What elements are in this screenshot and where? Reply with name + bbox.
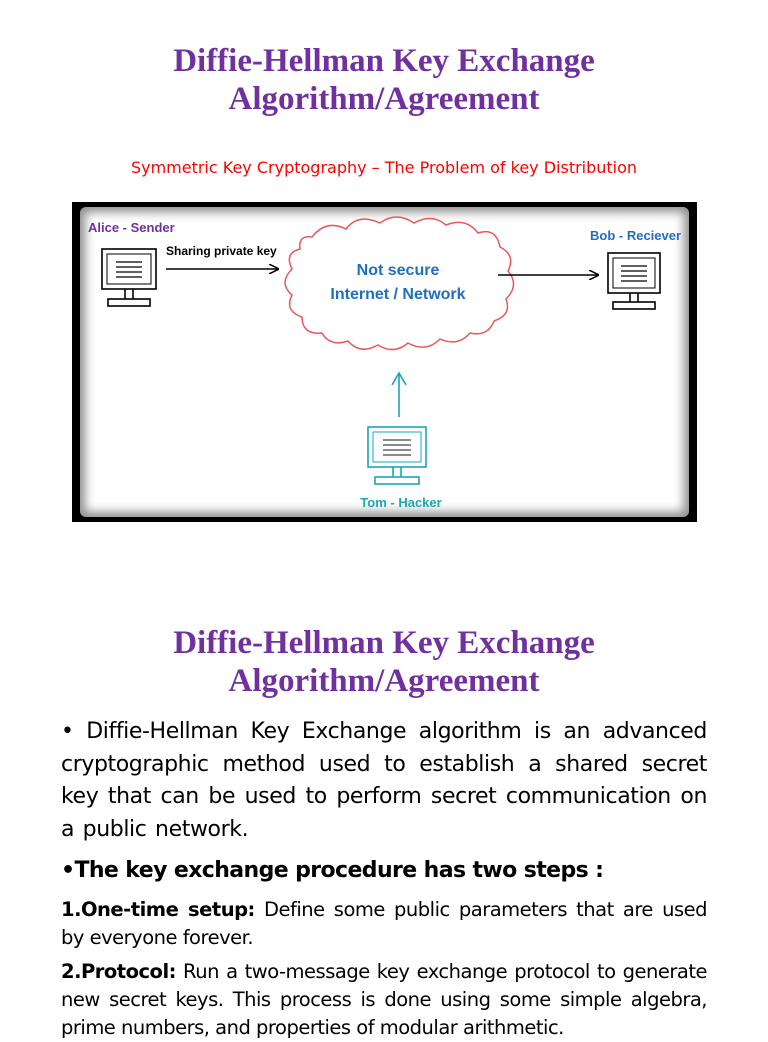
cloud-line2: Internet / Network [330, 286, 465, 303]
slide1-title-line2: Algorithm/Agreement [228, 81, 540, 117]
bullet-description: • Diffie-Hellman Key Exchange algorithm … [61, 719, 707, 842]
slide1-subtitle: Symmetric Key Cryptography – The Problem… [130, 158, 638, 177]
slide2-title-line1: Diffie-Hellman Key Exchange [173, 625, 595, 661]
hacker-arrow-head [391, 371, 407, 386]
bob-computer-icon [607, 252, 661, 310]
bob-label: Bob - Reciever [590, 228, 681, 243]
step-one-label: 1.One-time setup: [61, 898, 255, 921]
alice-computer-icon [101, 248, 157, 307]
step-one-text: Define some public parameters that are u… [61, 898, 708, 949]
step-two-label: 2.Protocol: [61, 960, 176, 983]
diagram-canvas: Alice - Sender Sharing private key Not s… [80, 207, 689, 517]
tom-computer-icon [367, 426, 427, 485]
step-one-setup: 1.One-time setup: Define some public par… [61, 896, 708, 952]
step-two-protocol: 2.Protocol: Run a two-message key exchan… [61, 958, 708, 1042]
bullet-two-steps: •The key exchange procedure has two step… [61, 858, 604, 883]
alice-label: Alice - Sender [88, 220, 175, 235]
cloud-shape [284, 216, 515, 351]
key-distribution-diagram: Alice - Sender Sharing private key Not s… [72, 202, 697, 522]
cloud-line1: Not secure [357, 262, 440, 279]
slide1-title-line1: Diffie-Hellman Key Exchange [173, 43, 595, 79]
tom-label: Tom - Hacker [360, 495, 441, 510]
slide2-title: Diffie-Hellman Key Exchange Algorithm/Ag… [0, 624, 768, 700]
diagram-svg: Alice - Sender Sharing private key Not s… [88, 216, 681, 510]
slide2-title-line2: Algorithm/Agreement [228, 663, 540, 699]
sharing-private-key-label: Sharing private key [166, 244, 277, 258]
slide1-title: Diffie-Hellman Key Exchange Algorithm/Ag… [0, 42, 768, 118]
